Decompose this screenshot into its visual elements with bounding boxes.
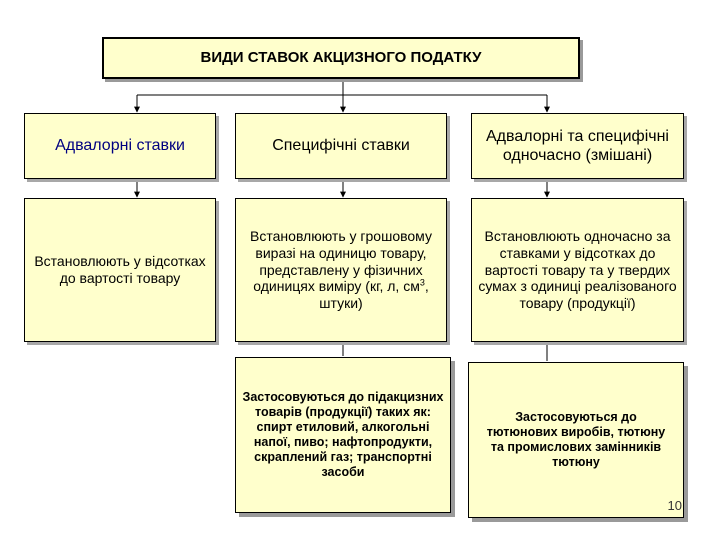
description-mixed: Встановлюють одночасно за ставками у від… — [471, 198, 684, 342]
heading-mixed: Адвалорні та специфічні одночасно (зміша… — [471, 113, 684, 179]
application-mixed: Застосовуються до тютюнових виробів, тют… — [468, 362, 684, 518]
diagram-title: ВИДИ СТАВОК АКЦИЗНОГО ПОДАТКУ — [102, 37, 580, 79]
application-specific: Застосовуються до підакцизних товарів (п… — [235, 357, 451, 513]
description-specific: Встановлюють у грошовому виразі на одини… — [235, 198, 447, 342]
description-specific-tail: , штуки) — [319, 278, 429, 312]
superscript-3: 3 — [419, 277, 425, 288]
page-number: 10 — [667, 498, 682, 513]
application-mixed-text: Застосовуються до тютюнових виробів, тют… — [486, 410, 666, 469]
description-ad-valorem: Встановлюють у відсотках до вартості тов… — [24, 198, 216, 342]
description-mixed-text: Встановлюють одночасно за ставками у від… — [478, 228, 677, 312]
description-ad-valorem-text: Встановлюють у відсотках до вартості тов… — [34, 253, 206, 286]
description-specific-main: Встановлюють у грошовому виразі на одини… — [250, 228, 432, 295]
description-specific-text: Встановлюють у грошовому виразі на одини… — [244, 228, 438, 312]
heading-specific: Специфічні ставки — [235, 113, 447, 179]
heading-mixed-text: Адвалорні та специфічні одночасно (зміша… — [486, 127, 669, 164]
diagram-title-text: ВИДИ СТАВОК АКЦИЗНОГО ПОДАТКУ — [200, 49, 482, 66]
heading-specific-text: Специфічні ставки — [272, 137, 410, 155]
heading-ad-valorem: Адвалорні ставки — [24, 113, 216, 179]
heading-ad-valorem-text: Адвалорні ставки — [55, 137, 185, 155]
application-specific-text: Застосовуються до підакцизних товарів (п… — [242, 390, 444, 479]
